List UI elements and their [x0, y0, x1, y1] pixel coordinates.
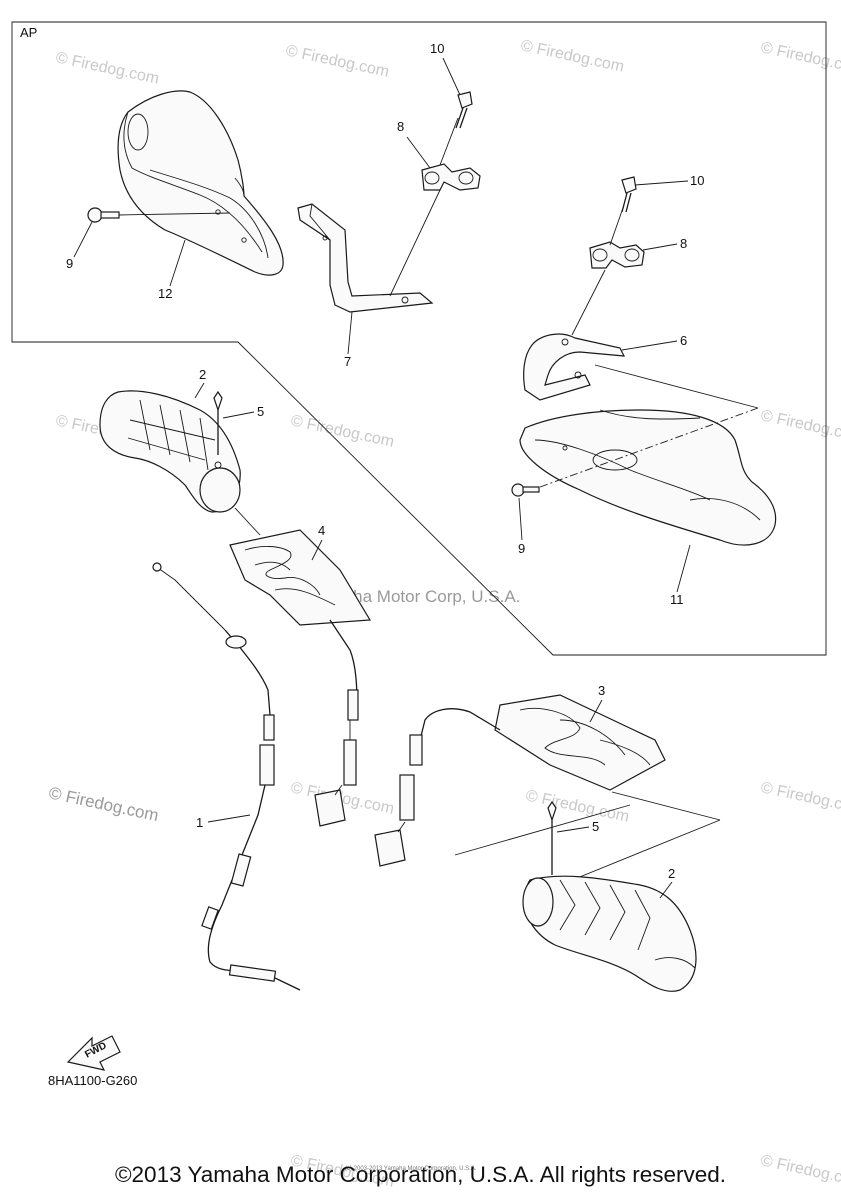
- throttle-cable: [152, 562, 301, 991]
- clamp-upper-left: [421, 163, 481, 191]
- fine-print: (c) 2003-2013 Yamaha Motor Corporation, …: [345, 1166, 477, 1172]
- callout-2: 2: [668, 866, 675, 881]
- watermark: © Firedog.com: [759, 407, 841, 445]
- pin-lower: [547, 800, 557, 875]
- bracket-left: [297, 203, 434, 313]
- callout-3: 3: [598, 683, 605, 698]
- watermark: © Firedog.com: [284, 42, 390, 80]
- watermark: © Firedog.com: [289, 412, 395, 450]
- callout-2: 2: [199, 367, 206, 382]
- callout-8: 8: [680, 236, 687, 251]
- callout-1: 1: [196, 815, 203, 830]
- ap-option-boundary: [11, 21, 827, 656]
- callout-8: 8: [397, 119, 404, 134]
- grip-lower: [522, 875, 697, 992]
- screw-right: [511, 483, 540, 497]
- callout-9: 9: [518, 541, 525, 556]
- callout-11: 11: [670, 592, 684, 607]
- callouts: 10 8 10 8 6 9 12 7 2 5 4 9 11 3 1 5 2: [66, 41, 704, 899]
- bolt-right: [571, 176, 637, 336]
- bolt-upper-left: [439, 91, 473, 166]
- pin-upper: [213, 390, 223, 455]
- callout-10: 10: [430, 41, 444, 56]
- callout-7: 7: [344, 354, 351, 369]
- heater-lower: [374, 694, 666, 867]
- callout-5: 5: [592, 819, 599, 834]
- grip-upper: [99, 390, 241, 513]
- watermark: © Firedog.com: [519, 37, 625, 75]
- watermark: © Firedog.com: [759, 39, 841, 77]
- screw-left: [87, 207, 231, 223]
- callout-4: 4: [318, 523, 325, 538]
- watermark-firedog: © Firedog.com: [47, 783, 160, 825]
- fwd-arrow-icon: FWD: [66, 1035, 121, 1071]
- callout-12: 12: [158, 286, 172, 301]
- callout-9: 9: [66, 256, 73, 271]
- drawing-code: 8HA1100-G260: [48, 1073, 137, 1088]
- watermark: © Firedog.com: [759, 779, 841, 817]
- callout-5: 5: [257, 404, 264, 419]
- clamp-right: [589, 241, 645, 269]
- watermark: © Firedog.com: [54, 49, 160, 87]
- bracket-right: [523, 333, 626, 401]
- callout-6: 6: [680, 333, 687, 348]
- heater-upper: [229, 529, 372, 827]
- callout-10: 10: [690, 173, 704, 188]
- watermark-yamaha: Yamaha Motor Corp, U.S.A.: [310, 587, 520, 606]
- hand-guard-right: [519, 409, 777, 546]
- section-label: AP: [20, 25, 37, 40]
- copyright-footer: ©2013 Yamaha Motor Corporation, U.S.A. A…: [114, 1162, 727, 1187]
- hand-guard-left: [117, 90, 284, 276]
